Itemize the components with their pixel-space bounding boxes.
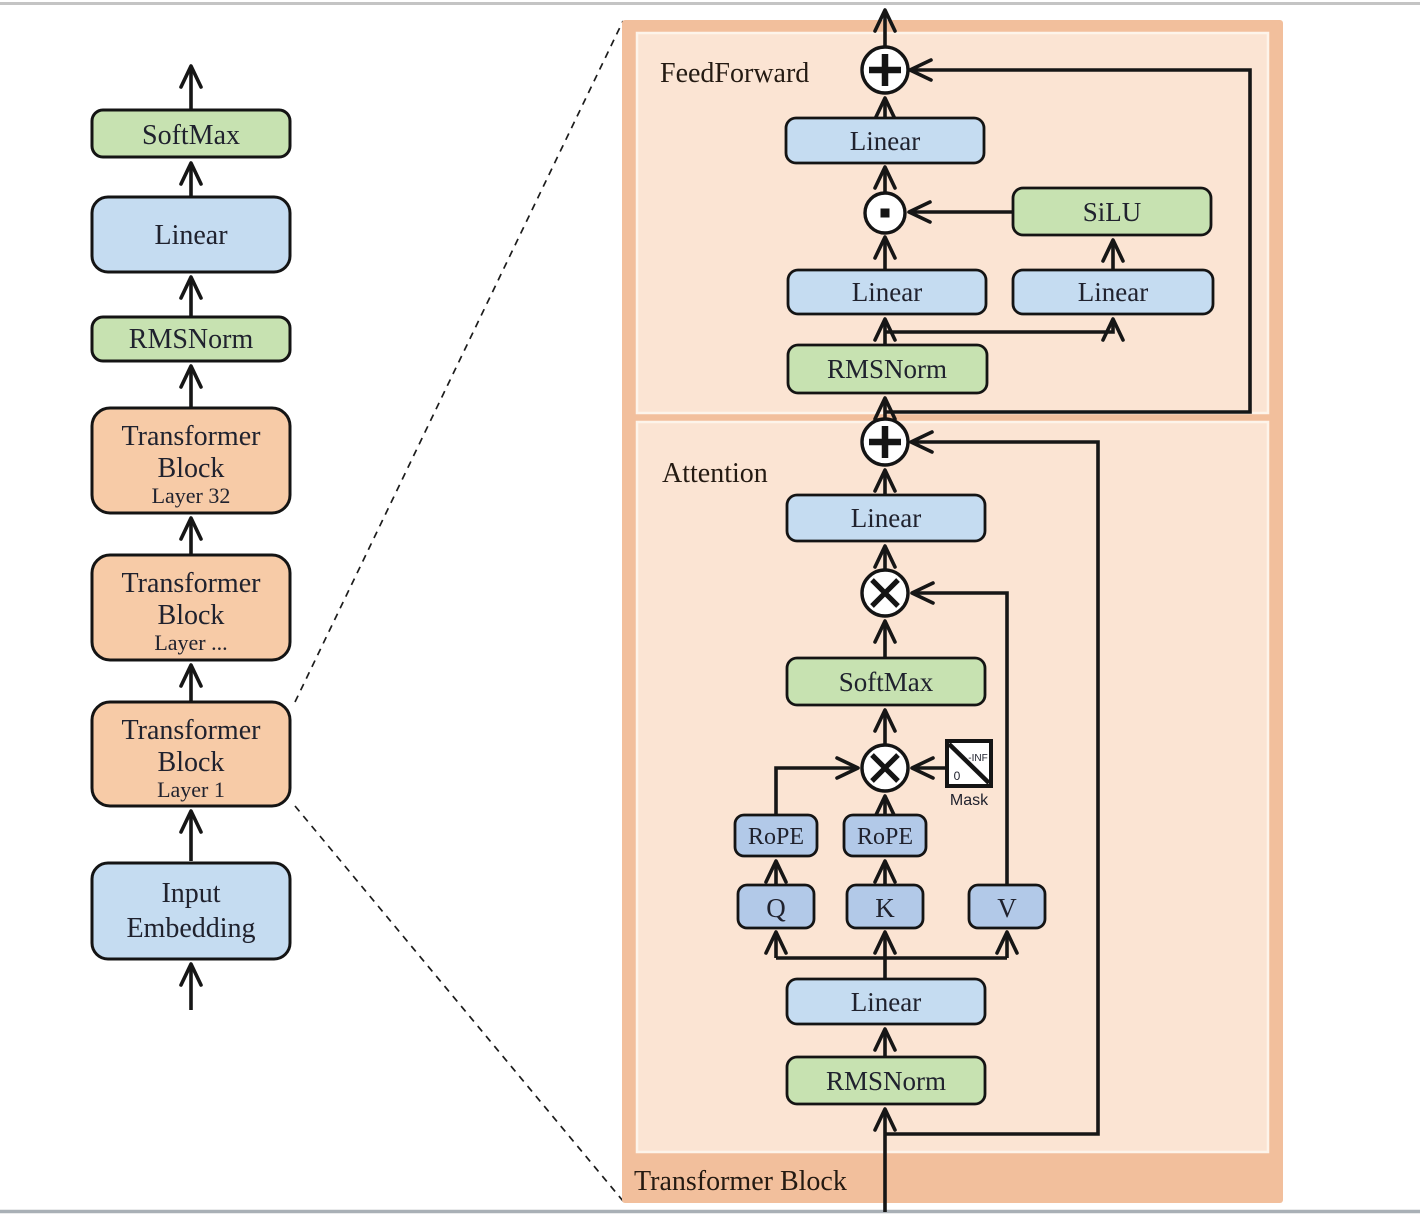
q-label: Q: [766, 893, 786, 923]
tb32-line2: Block: [158, 453, 225, 484]
ff-rmsnorm-box: [786, 343, 989, 395]
silu-label: SiLU: [1083, 197, 1142, 227]
right-panel-labels: Linear SiLU Linear Linear RMSNorm Linear…: [748, 126, 1148, 1096]
ff-residual-line: [885, 58, 1252, 414]
attn-linear-out-box: [785, 493, 987, 543]
zoom-guide-top: [294, 20, 624, 703]
tb1-line2: Block: [158, 747, 225, 778]
attention-label: Attention: [662, 458, 768, 489]
attn-linear-in-box: [785, 977, 987, 1026]
tb1-line1: Transformer: [122, 715, 262, 746]
ff-residual-add-icon: [860, 45, 910, 95]
ff-linear-left-box: [786, 268, 988, 316]
v-line: [910, 581, 1009, 884]
tbmid-line2: Block: [158, 600, 225, 631]
silu-box: [1011, 186, 1213, 237]
q-box: [736, 883, 816, 930]
transformer-block-mid-box: [90, 553, 292, 662]
k-box: [845, 883, 925, 930]
v-label: V: [997, 893, 1017, 923]
arrow-rmsnorm-linearright: [885, 317, 1125, 342]
attnv-matmul-icon: [860, 568, 910, 618]
arrow-ropeq-matmul: [774, 756, 860, 814]
attn-softmax-box: [785, 656, 987, 707]
transformer-block-32-box: [90, 406, 292, 515]
tb1-layer: Layer 1: [157, 777, 225, 802]
attn-linear-in-label: Linear: [851, 987, 921, 1017]
input-line2: Embedding: [126, 913, 255, 944]
attn-softmax-label: SoftMax: [839, 667, 934, 697]
qk-matmul-icon: [860, 743, 910, 793]
attn-rmsnorm-label: RMSNorm: [826, 1066, 946, 1096]
mask-zero-label: 0: [954, 769, 961, 783]
ff-linear-right-label: Linear: [1078, 277, 1148, 307]
ff-rmsnorm-label: RMSNorm: [827, 354, 947, 384]
right-panel-boxes: [733, 116, 1215, 1106]
k-label: K: [875, 893, 895, 923]
rmsnorm-label: RMSNorm: [129, 324, 254, 355]
attn-residual-add-icon: [860, 417, 910, 467]
rope-q-label: RoPE: [748, 824, 804, 850]
softmax-box: [90, 108, 292, 159]
elementwise-product-icon: [863, 191, 907, 235]
transformer-block-1-box: [90, 700, 292, 808]
mask-label: Mask: [950, 792, 989, 809]
connector-arrows: [179, 8, 1252, 1212]
left-stack-labels: SoftMax Linear RMSNorm Transformer Block…: [122, 120, 262, 944]
input-line1: Input: [161, 878, 220, 909]
tb32-line1: Transformer: [122, 421, 262, 452]
left-stack: [90, 108, 292, 961]
zoom-guide-lines: [294, 20, 624, 1202]
rope-k-label: RoPE: [857, 824, 913, 850]
ff-linear-out-label: Linear: [850, 126, 920, 156]
tb32-layer: Layer 32: [152, 483, 231, 508]
input-embedding-box: [90, 861, 292, 961]
rmsnorm-box: [90, 315, 292, 363]
zoom-guide-bottom: [294, 805, 624, 1202]
ff-linear-out-box: [784, 116, 986, 165]
linear-box: [90, 195, 292, 274]
ff-linear-right-box: [1011, 268, 1215, 316]
operator-icons: -INF 0 Mask: [860, 45, 993, 809]
tbmid-layer: Layer ...: [154, 630, 227, 655]
rope-q-box: [733, 813, 819, 858]
linear-label: Linear: [154, 220, 228, 251]
ff-linear-left-label: Linear: [852, 277, 922, 307]
attn-linear-out-label: Linear: [851, 503, 921, 533]
softmax-label: SoftMax: [142, 120, 240, 151]
mask-neg-inf-label: -INF: [968, 753, 987, 764]
attn-rmsnorm-box: [785, 1055, 987, 1106]
feedforward-label: FeedForward: [660, 58, 809, 89]
attn-residual-line: [885, 430, 1100, 1136]
rope-k-box: [842, 813, 928, 858]
mask-icon: -INF 0 Mask: [945, 739, 993, 809]
v-box: [967, 883, 1047, 930]
transformer-block-panel-label: Transformer Block: [634, 1166, 847, 1197]
tbmid-line1: Transformer: [122, 568, 262, 599]
